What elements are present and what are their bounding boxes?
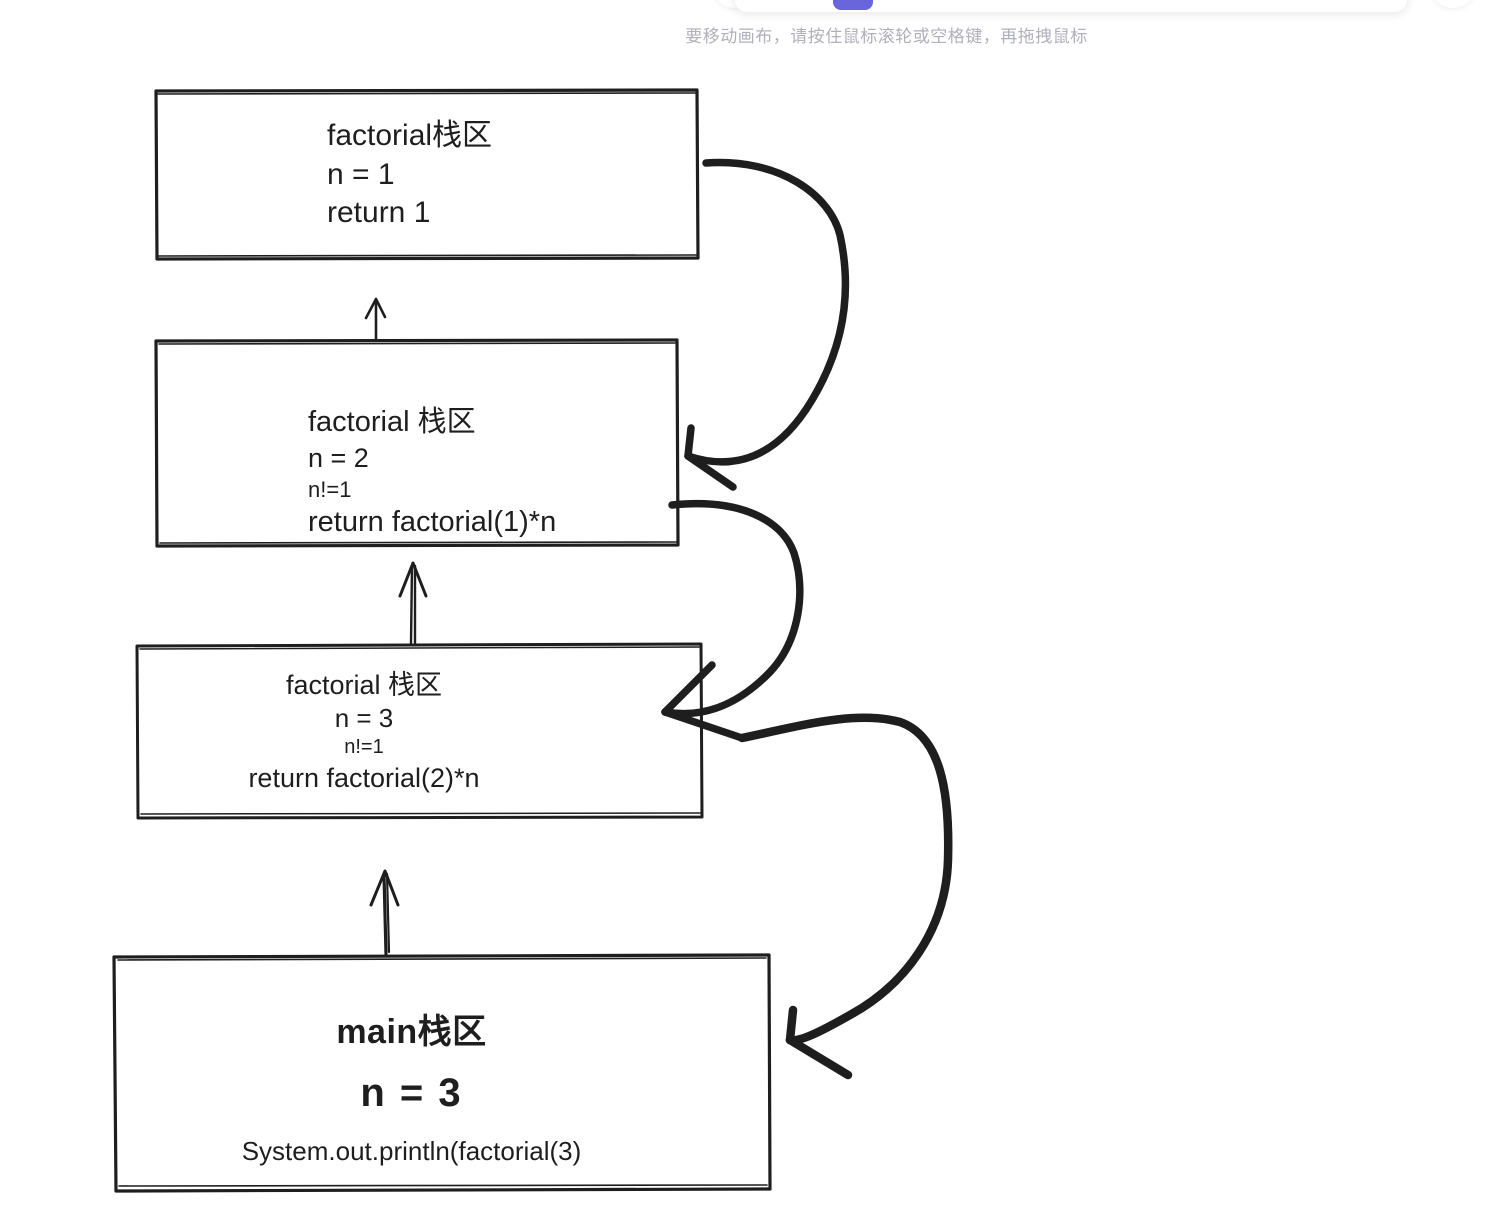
stack-frame-line: n!=1 [308,476,352,502]
canvas-pan-hint: 要移动画布，请按住鼠标滚轮或空格键，再拖拽鼠标 [685,27,1088,46]
hand-icon[interactable] [789,0,829,10]
stack-frame-line: factorial 栈区 [308,406,476,439]
eraser-icon[interactable] [1229,0,1269,10]
drawing-toolbar[interactable] [735,0,1407,12]
stack-frame-factorial-3[interactable]: factorial 栈区 n = 3 n!=1 return factorial… [136,644,702,819]
stack-frame-line: factorial栈区 [327,119,493,153]
diamond-icon[interactable] [921,0,961,10]
stack-frame-line: n = 2 [308,443,369,474]
line-icon[interactable] [1053,0,1093,10]
stack-frame-line: return factorial(1)*n [308,505,557,538]
more-tools-icon[interactable] [1273,0,1313,10]
stack-frame-line: main栈区 [336,1012,487,1051]
stack-frame-line: n = 1 [327,157,395,191]
stack-frame-line: n = 3 [334,703,394,734]
stack-frame-line: n!=1 [344,736,384,759]
arrow-icon[interactable] [1009,0,1049,10]
selection-icon[interactable] [833,0,873,10]
stack-frame-line: n = 3 [360,1071,463,1116]
draw-icon[interactable] [1097,0,1137,10]
stack-frame-factorial-2[interactable]: factorial 栈区 n = 2 n!=1 return factorial… [155,340,678,547]
stack-frame-line: return factorial(2)*n [248,762,480,793]
stack-frame-main[interactable]: main栈区 n = 3 System.out.println(factoria… [113,955,770,1190]
stack-frame-line: System.out.println(factorial(3) [241,1136,582,1167]
rectangle-icon[interactable] [877,0,917,10]
stack-frame-line: return 1 [327,196,431,230]
stack-frame-line: factorial 栈区 [285,669,443,700]
ellipse-icon[interactable] [965,0,1005,10]
text-icon[interactable] [1141,0,1181,10]
stack-frame-factorial-1[interactable]: factorial栈区 n = 1 return 1 [155,90,698,260]
library-circle-button[interactable] [1430,0,1476,8]
lock-icon[interactable] [745,0,785,10]
image-icon[interactable] [1185,0,1225,10]
